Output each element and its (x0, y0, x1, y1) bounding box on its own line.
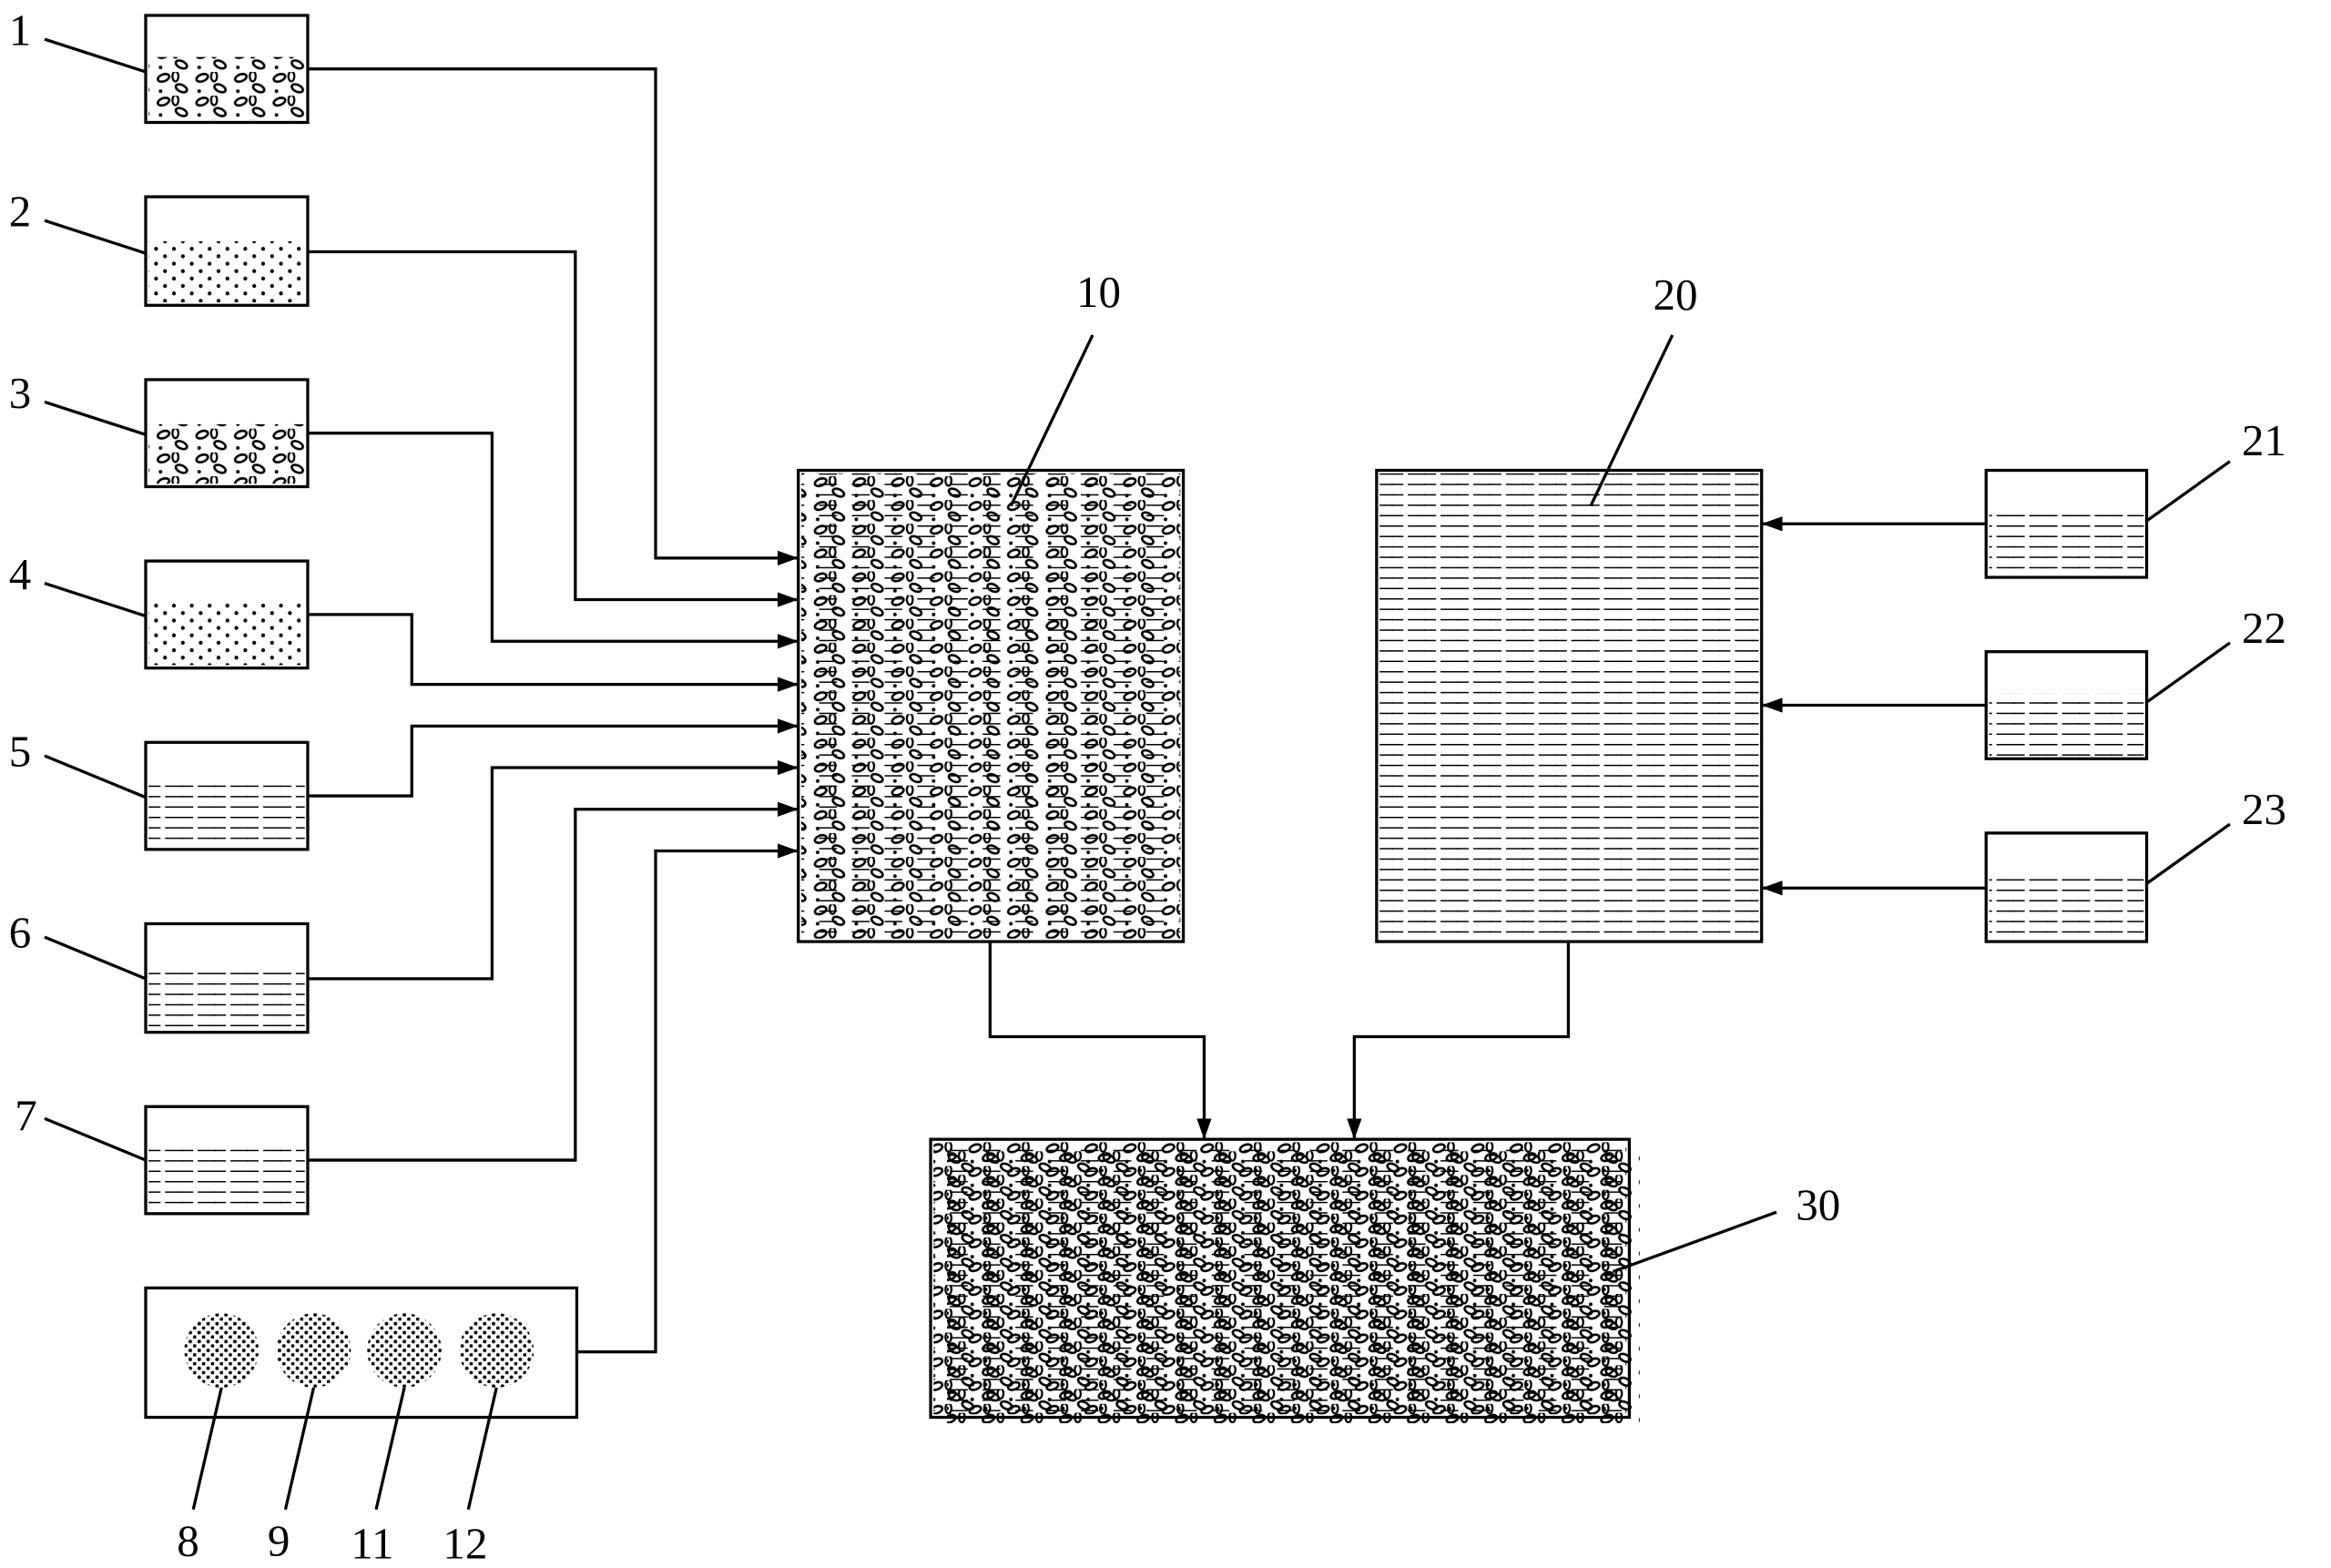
label-6: 6 (9, 908, 31, 958)
label-4: 4 (9, 549, 31, 599)
label-5: 5 (9, 726, 31, 776)
microsphere-8 (184, 1313, 260, 1388)
container-22 (1984, 650, 2149, 760)
container-5 (144, 740, 310, 851)
label-11: 11 (351, 1519, 393, 1568)
container-3 (144, 378, 310, 489)
label-9: 9 (268, 1515, 290, 1565)
label-2: 2 (9, 187, 31, 237)
microsphere-11 (367, 1313, 442, 1388)
container-6 (144, 921, 310, 1034)
label-21: 21 (2242, 415, 2286, 465)
label-8: 8 (177, 1515, 198, 1565)
container-8-12 (144, 1286, 579, 1420)
flow-lines (307, 67, 1987, 1354)
label-20: 20 (1654, 270, 1698, 320)
label-22: 22 (2242, 603, 2286, 653)
leader-lines (44, 37, 2231, 1511)
label-7: 7 (15, 1090, 36, 1140)
label-12: 12 (443, 1519, 488, 1568)
container-7 (144, 1105, 310, 1216)
container-23 (1984, 831, 2149, 943)
product-30 (929, 1137, 1640, 1424)
microsphere-12 (459, 1313, 534, 1388)
label-10: 10 (1076, 267, 1121, 317)
label-1: 1 (9, 5, 31, 56)
microsphere-9 (276, 1313, 351, 1388)
container-4 (144, 559, 310, 670)
label-23: 23 (2242, 784, 2286, 834)
reference-labels: 1 2 3 4 5 6 7 8 9 11 12 10 20 21 22 23 3… (9, 5, 2286, 1568)
container-1 (144, 14, 310, 125)
label-3: 3 (9, 368, 31, 418)
vessel-20 (1375, 468, 1764, 943)
vessel-10 (797, 468, 1186, 943)
label-30: 30 (1796, 1179, 1840, 1229)
container-2 (144, 195, 310, 307)
container-21 (1984, 468, 2149, 579)
